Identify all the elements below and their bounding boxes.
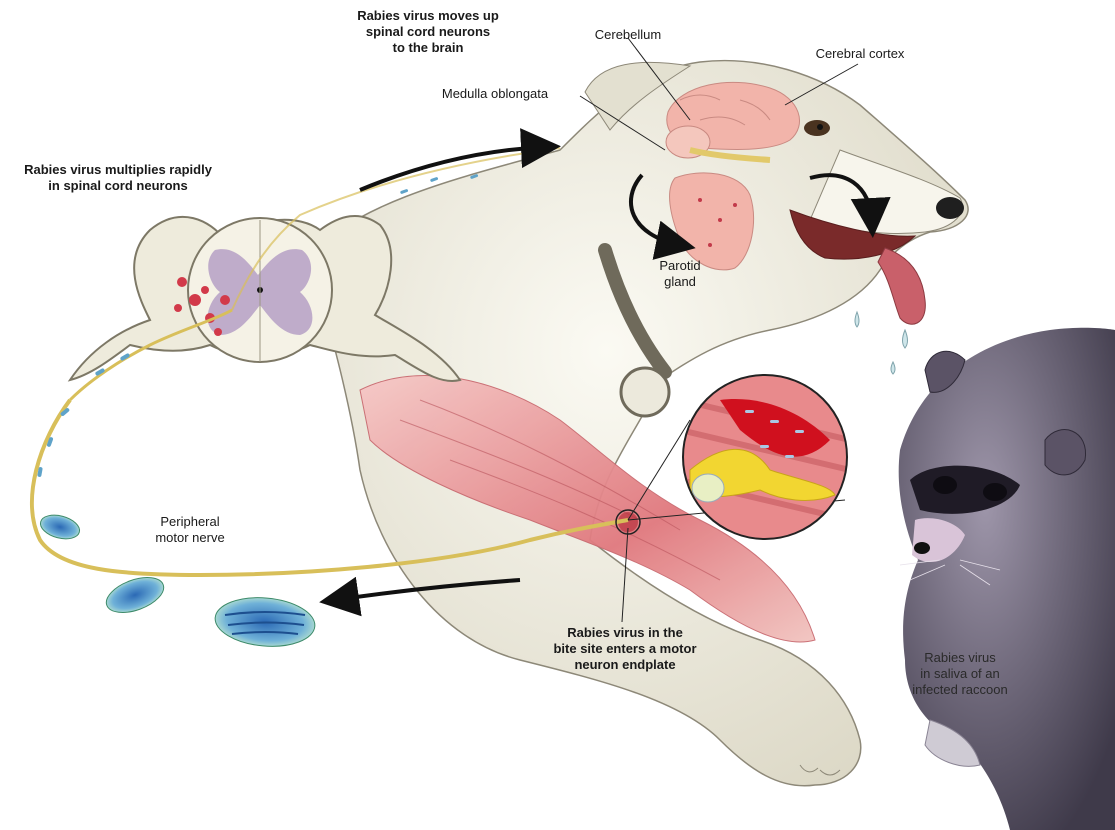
raccoon-figure	[899, 328, 1115, 830]
label-peripheral-motor-nerve: Peripheral motor nerve	[130, 514, 250, 546]
label-raccoon-saliva: Rabies virus in saliva of an infected ra…	[880, 650, 1040, 698]
label-medulla-oblongata: Medulla oblongata	[420, 86, 570, 102]
label-cerebral-cortex: Cerebral cortex	[790, 46, 930, 62]
label-cerebellum: Cerebellum	[568, 27, 688, 43]
label-parotid-gland: Parotid gland	[640, 258, 720, 290]
label-bite-site: Rabies virus in the bite site enters a m…	[525, 625, 725, 673]
label-virus-moves-up: Rabies virus moves up spinal cord neuron…	[318, 8, 538, 56]
label-virus-multiplies: Rabies virus multiplies rapidly in spina…	[8, 162, 228, 194]
